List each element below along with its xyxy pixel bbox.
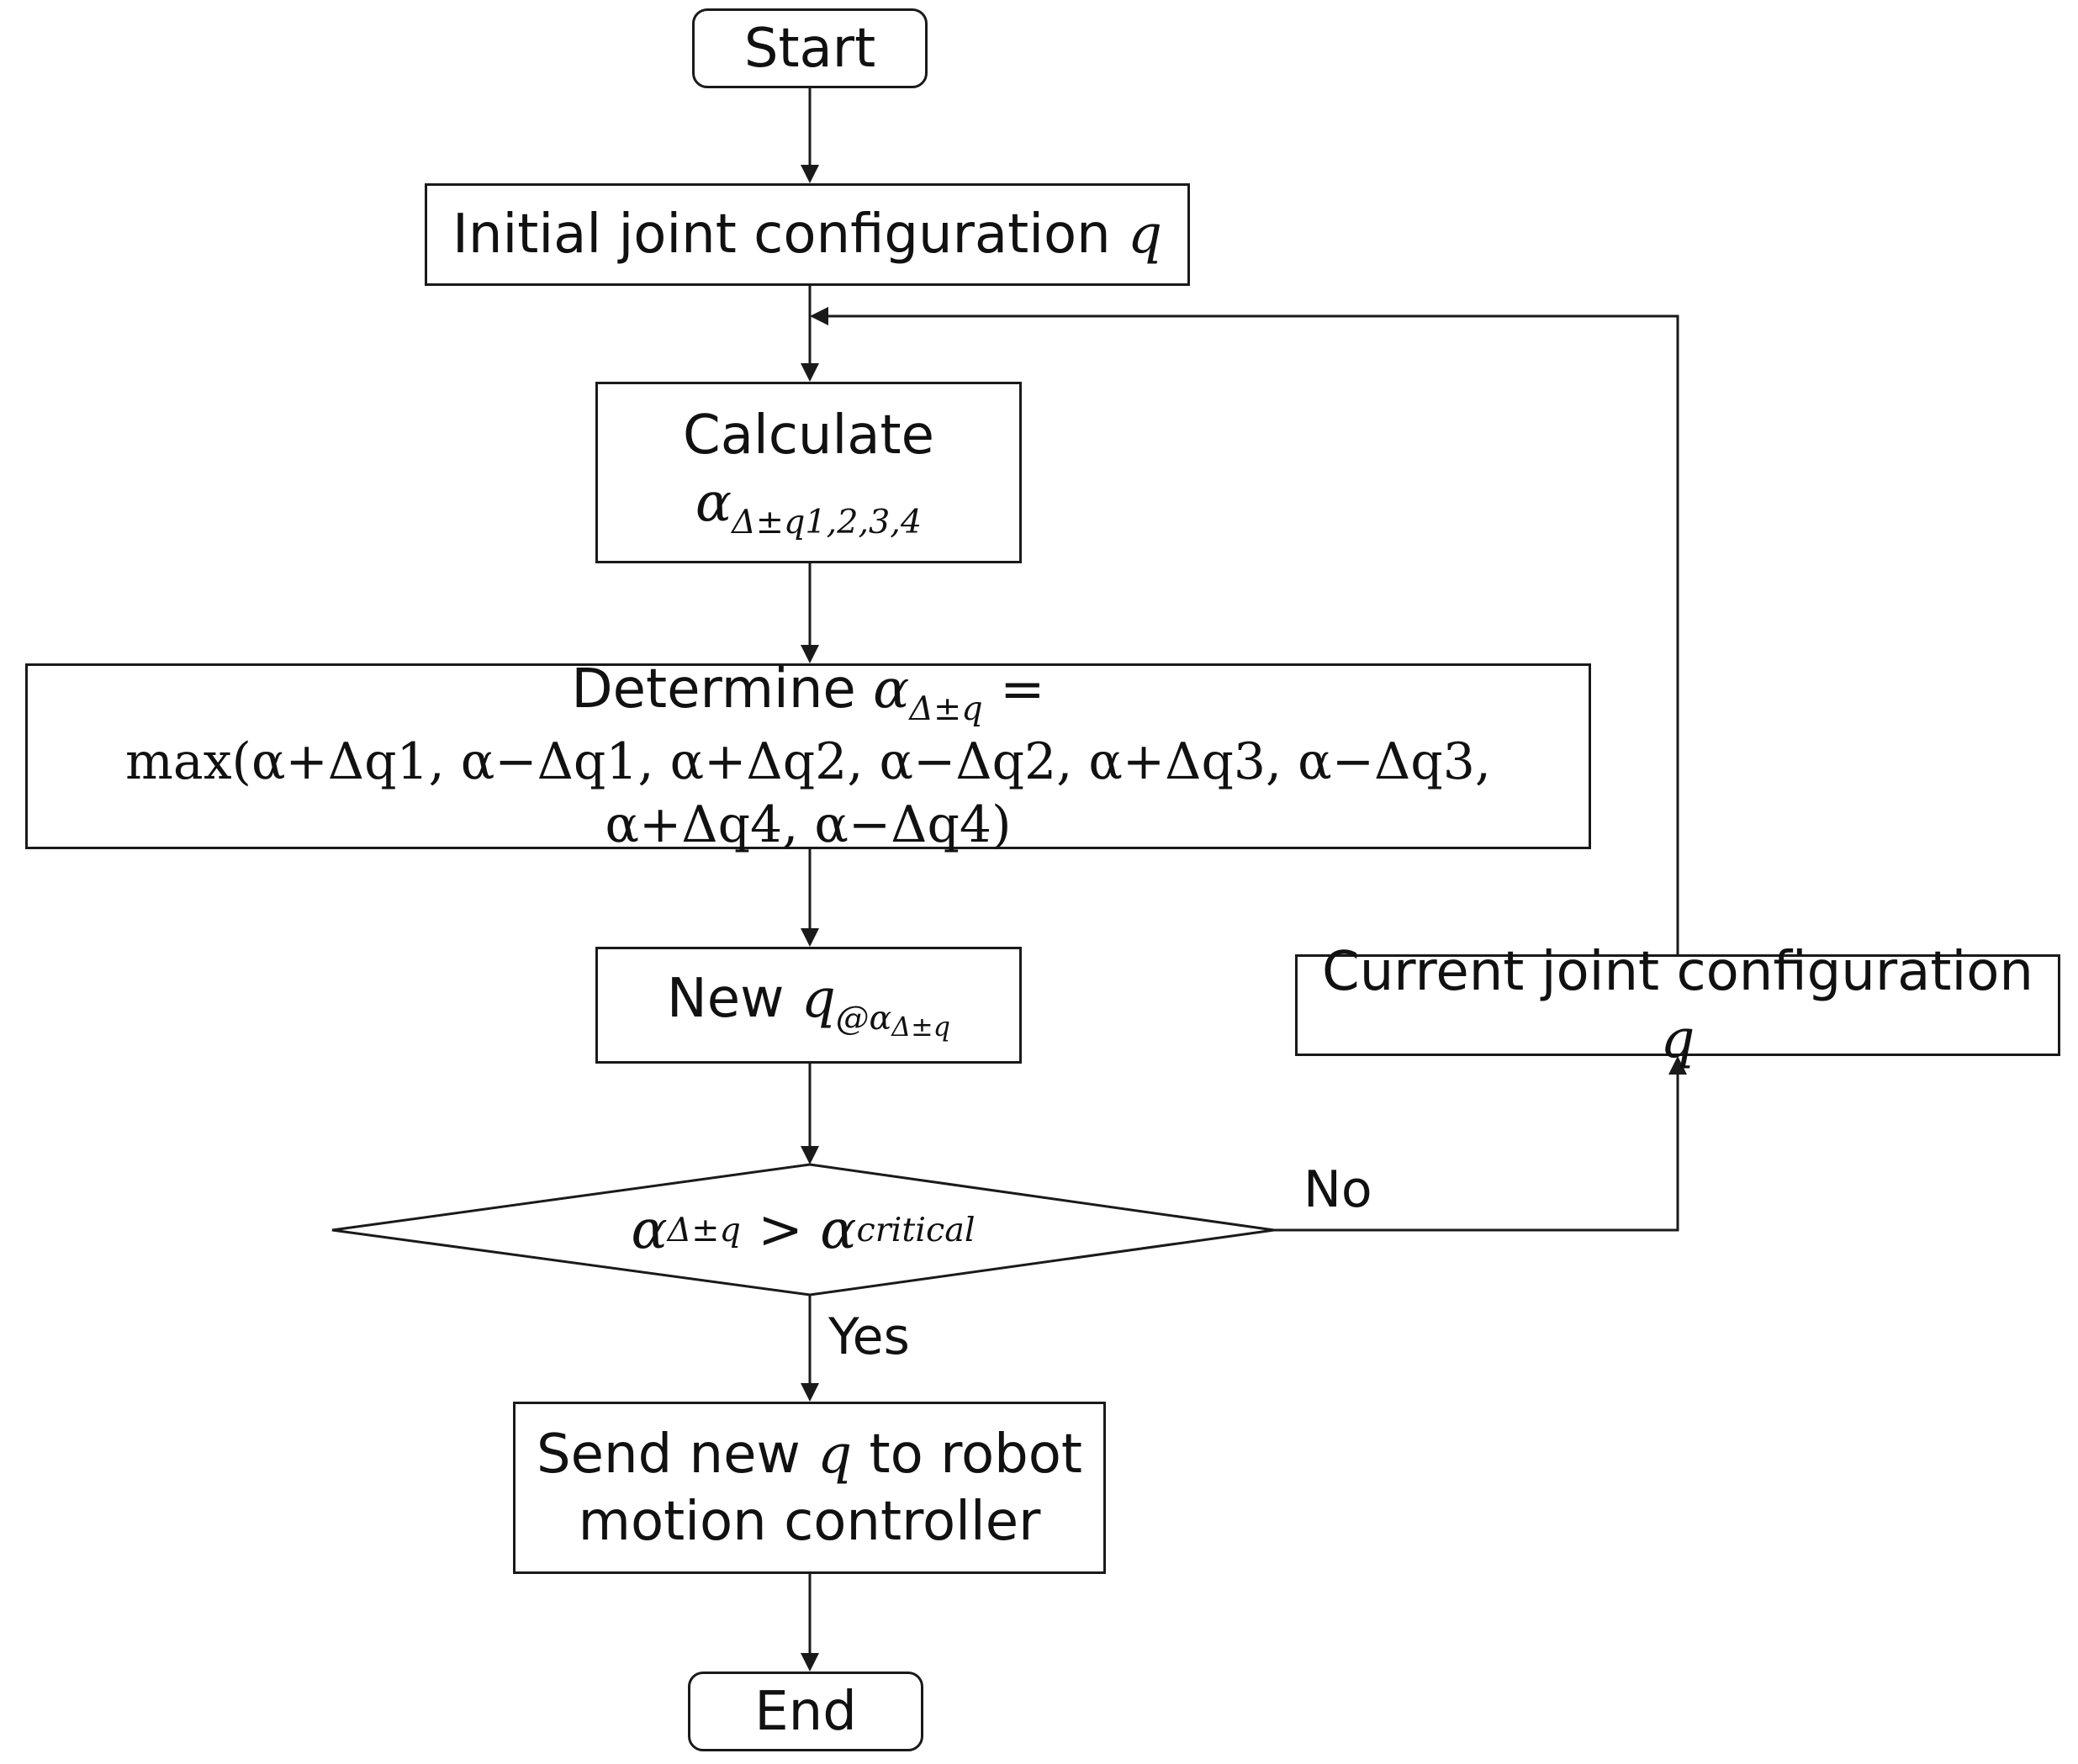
calculate-node: Calculate αΔ±q1,2,3,4 xyxy=(595,382,1022,563)
decision-rhs-alpha: α xyxy=(820,1198,857,1261)
determine-label: Determine xyxy=(571,658,874,721)
decision-rhs-sub: critical xyxy=(856,1210,976,1249)
edge-decision-current xyxy=(1274,1075,1679,1232)
arrowhead-initial xyxy=(801,165,819,183)
calculate-alpha: α xyxy=(695,471,732,534)
send-label-post: to robot xyxy=(852,1423,1082,1486)
determine-alpha-sub: Δ±q xyxy=(909,689,983,729)
determine-line1: Determine αΔ±q = xyxy=(571,656,1044,731)
new-q-sub-sub: Δ±q xyxy=(891,1012,951,1043)
send-var: q xyxy=(817,1423,853,1486)
initial-config-label: Initial joint configuration xyxy=(452,203,1129,266)
send-label-pre: Send new xyxy=(537,1423,818,1486)
arrowhead-end xyxy=(801,1653,819,1672)
determine-alpha: α xyxy=(873,658,910,721)
calculate-formula: αΔ±q1,2,3,4 xyxy=(695,469,922,544)
current-config-var: q xyxy=(1660,1007,1695,1070)
new-q-text: New q@αΔ±q xyxy=(667,965,950,1045)
decision-operator: > xyxy=(740,1198,821,1261)
no-label: No xyxy=(1303,1160,1372,1219)
arrowhead-current xyxy=(1668,1056,1687,1075)
start-label: Start xyxy=(743,17,876,80)
end-node: End xyxy=(688,1672,923,1751)
current-config-node: Current joint configuration q xyxy=(1295,941,2060,1070)
end-label: End xyxy=(754,1680,857,1743)
calculate-alpha-sub: Δ±q1,2,3,4 xyxy=(732,502,923,541)
new-q-sub-at: @α xyxy=(835,999,892,1038)
current-config-label: Current joint configuration xyxy=(1322,940,2033,1003)
edge-current-loop xyxy=(828,314,1679,954)
arrowhead-decision xyxy=(801,1146,819,1165)
new-q-label: New xyxy=(666,968,801,1031)
arrowhead-loop xyxy=(810,307,828,325)
arrowhead-determine xyxy=(801,645,819,663)
decision-lhs-sub: Δ±q xyxy=(667,1210,741,1249)
arrowhead-calculate xyxy=(801,363,819,382)
decision-lhs-alpha: α xyxy=(631,1198,668,1261)
send-line1: Send new q to robot xyxy=(537,1421,1082,1488)
calculate-label: Calculate xyxy=(683,404,934,467)
determine-node: Determine αΔ±q = max(α+Δq1, α−Δq1, α+Δq2… xyxy=(25,658,1591,854)
arrowhead-newq xyxy=(801,928,819,947)
new-q-node: New q@αΔ±q xyxy=(595,947,1022,1064)
send-line2: motion controller xyxy=(578,1490,1041,1553)
initial-config-var: q xyxy=(1128,203,1162,266)
current-config-text: Current joint configuration q xyxy=(1298,938,2058,1073)
determine-max-expression: max(α+Δq1, α−Δq1, α+Δq2, α−Δq2, α+Δq3, α… xyxy=(125,731,1491,854)
new-q-subscript: @αΔ±q xyxy=(835,999,950,1043)
arrowhead-send xyxy=(801,1383,819,1402)
start-node: Start xyxy=(692,8,928,88)
send-node: Send new q to robot motion controller xyxy=(513,1402,1106,1574)
new-q-var: q xyxy=(801,968,836,1031)
yes-label: Yes xyxy=(828,1307,910,1366)
initial-config-node: Initial joint configuration q xyxy=(425,183,1190,286)
determine-equals: = xyxy=(982,658,1045,721)
initial-config-text: Initial joint configuration q xyxy=(452,201,1162,268)
